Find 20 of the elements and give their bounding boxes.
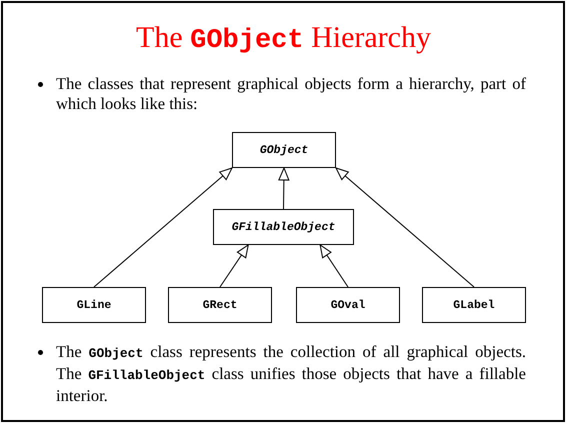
inheritance-arrow xyxy=(320,244,348,288)
inheritance-arrow xyxy=(336,168,474,288)
class-name: GLine xyxy=(76,298,112,312)
class-name: GFillableObject xyxy=(232,220,336,234)
bullet-text: The classes that represent graphical objects form a hierarchy, part of which looks like this: xyxy=(56,74,526,114)
class-box xyxy=(42,287,146,323)
class-name: GObject xyxy=(260,144,308,156)
bullet-text: The GObject class represents the collection of all graphical objects. The GFillableObject class unifies those objects that have a fillable interior. xyxy=(56,342,526,406)
inheritance-arrow xyxy=(94,168,232,288)
class-box xyxy=(213,209,354,245)
inheritance-arrow xyxy=(278,168,290,210)
class-name: GRect xyxy=(202,298,238,312)
class-box xyxy=(168,287,272,323)
class-name: GOval xyxy=(330,298,366,312)
slide-title: The GObject Hierarchy xyxy=(135,20,432,58)
class-box xyxy=(422,287,526,323)
class-box xyxy=(232,132,336,168)
inheritance-arrow xyxy=(220,244,249,288)
class-box xyxy=(296,287,400,323)
class-name: GLabel xyxy=(453,298,495,312)
